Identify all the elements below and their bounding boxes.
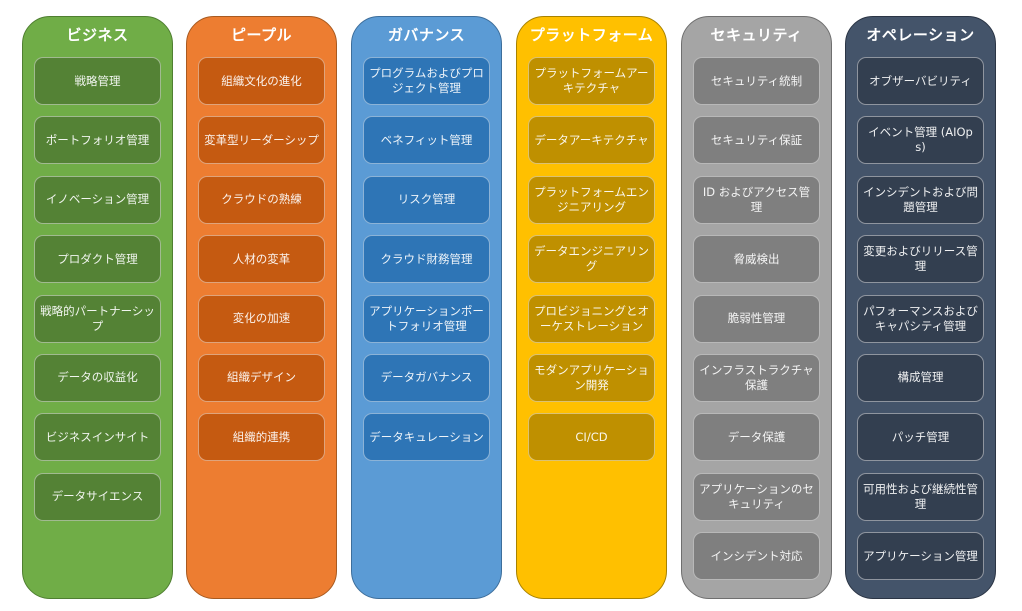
capability-item[interactable]: データ保護	[693, 413, 820, 462]
column-operations: オペレーション オブザーバビリティ イベント管理 (AIOps) インシデントお…	[845, 16, 996, 599]
capability-item[interactable]: プラットフォームアーキテクチャ	[528, 57, 655, 105]
capability-item[interactable]: 組織デザイン	[198, 353, 325, 402]
capability-item[interactable]: オブザーバビリティ	[857, 57, 984, 105]
capability-item[interactable]: プログラムおよびプロジェクト管理	[363, 57, 490, 105]
capability-item[interactable]: プロビジョニングとオーケストレーション	[528, 294, 655, 343]
capability-item[interactable]: インシデント対応	[693, 532, 820, 581]
item-list: プログラムおよびプロジェクト管理 ベネフィット管理 リスク管理 クラウド財務管理…	[363, 57, 490, 473]
capability-item[interactable]: CI/CD	[528, 413, 655, 462]
column-security: セキュリティ セキュリティ統制 セキュリティ保証 ID およびアクセス管理 脅威…	[681, 16, 832, 599]
column-title: ピープル	[230, 26, 293, 44]
capability-item[interactable]: データアーキテクチャ	[528, 116, 655, 165]
capability-item[interactable]: データキュレーション	[363, 413, 490, 462]
column-title: セキュリティ	[710, 26, 803, 44]
capability-item[interactable]: インシデントおよび問題管理	[857, 175, 984, 224]
capability-item[interactable]: データサイエンス	[34, 472, 161, 521]
capability-item[interactable]: ポートフォリオ管理	[34, 116, 161, 165]
capability-item[interactable]: 可用性および継続性管理	[857, 472, 984, 521]
capability-item[interactable]: イベント管理 (AIOps)	[857, 116, 984, 165]
item-list: プラットフォームアーキテクチャ データアーキテクチャ プラットフォームエンジニア…	[528, 57, 655, 473]
capability-item[interactable]: アプリケーションポートフォリオ管理	[363, 294, 490, 343]
column-title: ガバナンス	[387, 26, 466, 44]
capability-item[interactable]: モダンアプリケーション開発	[528, 353, 655, 402]
column-platform: プラットフォーム プラットフォームアーキテクチャ データアーキテクチャ プラット…	[516, 16, 667, 599]
capability-item[interactable]: アプリケーション管理	[857, 532, 984, 581]
capability-item[interactable]: 脅威検出	[693, 235, 820, 284]
capability-item[interactable]: セキュリティ統制	[693, 57, 820, 105]
capability-item[interactable]: プロダクト管理	[34, 235, 161, 284]
capability-item[interactable]: 変化の加速	[198, 294, 325, 343]
column-people: ピープル 組織文化の進化 変革型リーダーシップ クラウドの熟練 人材の変革 変化…	[186, 16, 337, 599]
item-list: 戦略管理 ポートフォリオ管理 イノベーション管理 プロダクト管理 戦略的パートナ…	[34, 57, 161, 532]
capability-item[interactable]: ベネフィット管理	[363, 116, 490, 165]
capability-item[interactable]: データガバナンス	[363, 353, 490, 402]
column-business: ビジネス 戦略管理 ポートフォリオ管理 イノベーション管理 プロダクト管理 戦略…	[22, 16, 173, 599]
column-title: ビジネス	[66, 26, 129, 44]
item-list: 組織文化の進化 変革型リーダーシップ クラウドの熟練 人材の変革 変化の加速 組…	[198, 57, 325, 473]
capability-item[interactable]: ID およびアクセス管理	[693, 175, 820, 224]
capability-item[interactable]: 戦略管理	[34, 57, 161, 105]
capability-item[interactable]: パフォーマンスおよびキャパシティ管理	[857, 294, 984, 343]
column-title: プラットフォーム	[529, 26, 654, 44]
capability-item[interactable]: パッチ管理	[857, 413, 984, 462]
capability-item[interactable]: イノベーション管理	[34, 175, 161, 224]
capability-item[interactable]: プラットフォームエンジニアリング	[528, 175, 655, 224]
capability-item[interactable]: 変革型リーダーシップ	[198, 116, 325, 165]
capability-item[interactable]: 構成管理	[857, 353, 984, 402]
capability-item[interactable]: 変更およびリリース管理	[857, 235, 984, 284]
capability-item[interactable]: 組織文化の進化	[198, 57, 325, 105]
capability-item[interactable]: クラウドの熟練	[198, 175, 325, 224]
capability-item[interactable]: セキュリティ保証	[693, 116, 820, 165]
capability-item[interactable]: 脆弱性管理	[693, 294, 820, 343]
capability-item[interactable]: ビジネスインサイト	[34, 413, 161, 462]
capability-item[interactable]: クラウド財務管理	[363, 235, 490, 284]
capability-item[interactable]: リスク管理	[363, 175, 490, 224]
column-governance: ガバナンス プログラムおよびプロジェクト管理 ベネフィット管理 リスク管理 クラ…	[351, 16, 502, 599]
capability-item[interactable]: データの収益化	[34, 353, 161, 402]
item-list: セキュリティ統制 セキュリティ保証 ID およびアクセス管理 脅威検出 脆弱性管…	[693, 57, 820, 592]
capability-item[interactable]: アプリケーションのセキュリティ	[693, 472, 820, 521]
item-list: オブザーバビリティ イベント管理 (AIOps) インシデントおよび問題管理 変…	[857, 57, 984, 592]
capability-item[interactable]: 人材の変革	[198, 235, 325, 284]
column-title: オペレーション	[866, 26, 975, 44]
capability-item[interactable]: 戦略的パートナーシップ	[34, 294, 161, 343]
capability-item[interactable]: インフラストラクチャ保護	[693, 353, 820, 402]
capability-item[interactable]: 組織的連携	[198, 413, 325, 462]
capability-item[interactable]: データエンジニアリング	[528, 235, 655, 284]
